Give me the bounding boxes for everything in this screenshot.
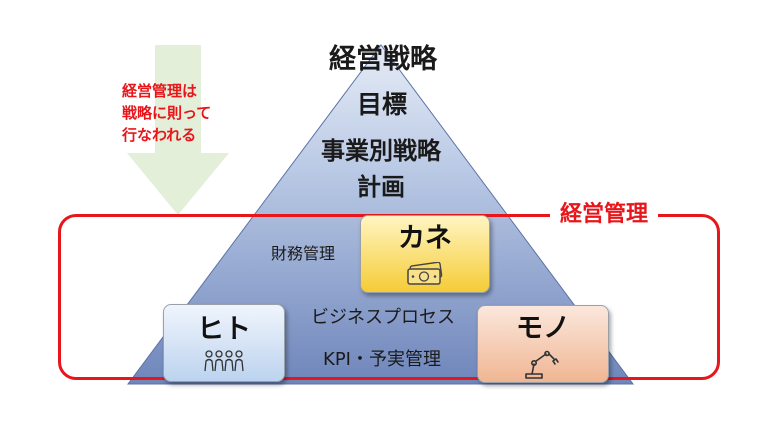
money-icon bbox=[407, 262, 443, 285]
strategy-note: 経営管理は 戦略に則って 行なわれる bbox=[122, 80, 211, 146]
management-frame-label: 経営管理 bbox=[550, 202, 659, 228]
level-management-strategy: 経営戦略 bbox=[329, 44, 437, 75]
note-line: 経営管理は bbox=[122, 82, 198, 100]
business-process-label: ビジネスプロセス bbox=[311, 307, 455, 328]
robot-arm-icon bbox=[525, 350, 559, 379]
card-money-title: カネ bbox=[398, 223, 452, 254]
people-icon bbox=[204, 350, 244, 372]
note-line: 戦略に則って bbox=[122, 104, 212, 122]
financial-management-label: 財務管理 bbox=[270, 244, 336, 263]
card-goods: モノ bbox=[477, 305, 609, 383]
card-people-title: ヒト bbox=[197, 314, 251, 345]
note-line: 行なわれる bbox=[122, 126, 197, 144]
kpi-budget-label: KPI・予実管理 bbox=[323, 349, 441, 370]
card-goods-title: モノ bbox=[516, 313, 570, 344]
card-money: カネ bbox=[360, 215, 490, 293]
level-business-strategy: 事業別戦略 bbox=[321, 137, 441, 165]
green-down-arrow bbox=[127, 45, 229, 215]
card-people: ヒト bbox=[163, 304, 285, 382]
level-goals: 目標 bbox=[356, 90, 408, 119]
level-plan: 計画 bbox=[357, 173, 405, 201]
